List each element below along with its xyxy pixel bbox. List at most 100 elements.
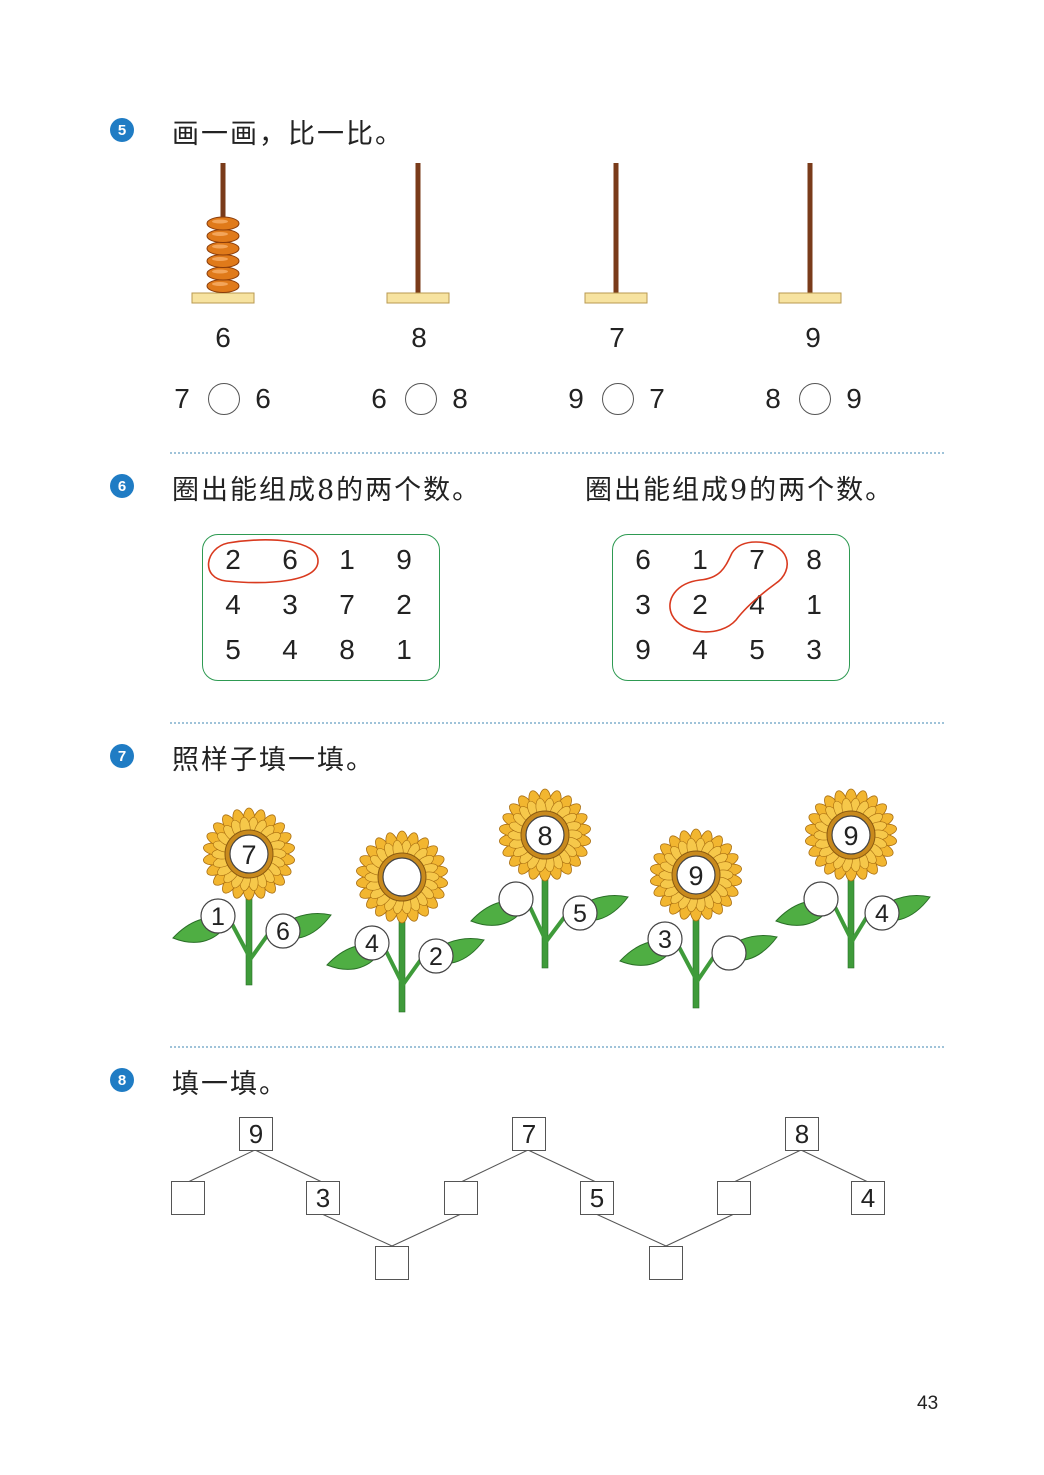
tree-top-3: 8	[785, 1117, 819, 1151]
q6-badge: 6	[110, 474, 134, 498]
abacus-label-3: 7	[609, 322, 625, 353]
answer-circle-right	[669, 541, 788, 633]
leaf-right-circle	[265, 913, 301, 949]
abacus-2	[386, 163, 450, 304]
divider-2	[170, 722, 944, 724]
q8-badge: 8	[110, 1068, 134, 1092]
sunflower-5: 94	[775, 788, 931, 969]
q6-title-left: 圈出能组成8的两个数。	[172, 475, 482, 506]
flower-top-circle	[525, 815, 565, 855]
leaf-right-circle	[711, 935, 747, 971]
flower-left-number: 4	[365, 930, 379, 958]
leaf-left-circle	[354, 925, 390, 961]
leaf-left-circle	[647, 921, 683, 957]
compare-2-right: 8	[452, 383, 468, 414]
abacus-3	[584, 163, 648, 304]
compare-4-circle[interactable]	[799, 383, 831, 415]
leaf-left-circle	[498, 881, 534, 917]
abacus-label-4: 9	[805, 322, 821, 353]
flower-top-circle	[382, 857, 422, 897]
compare-1-left: 7	[174, 383, 190, 414]
grid-cell-right[interactable]: 4	[692, 634, 708, 665]
abacus-4	[778, 163, 842, 304]
flower-right-number: 6	[276, 918, 290, 946]
tree-bottom-1[interactable]	[375, 1246, 409, 1280]
grid-cell-left[interactable]: 2	[225, 544, 241, 575]
compare-1-circle[interactable]	[208, 383, 240, 415]
grid-cell-right[interactable]: 1	[806, 589, 822, 620]
page-number: 43	[917, 1393, 939, 1414]
tree-top-2: 7	[512, 1117, 546, 1151]
flower-top-circle	[676, 855, 716, 895]
compare-2-left: 6	[371, 383, 387, 414]
flower-top-number: 9	[843, 821, 858, 851]
flower-top-number: 7	[241, 840, 256, 870]
grid-cell-right[interactable]: 6	[635, 544, 651, 575]
q8-title: 填一填。	[172, 1069, 288, 1100]
abacus-label-2: 8	[411, 322, 427, 353]
grid-cell-right[interactable]: 5	[749, 634, 765, 665]
tree-mid-4: 5	[580, 1181, 614, 1215]
grid-cell-left[interactable]: 6	[282, 544, 298, 575]
flower-left-number: 3	[658, 926, 672, 954]
sunflower-4: 93	[619, 828, 778, 1009]
grid-cell-left[interactable]: 2	[396, 589, 412, 620]
tree-top-1: 9	[239, 1117, 273, 1151]
tree-bottom-2[interactable]	[649, 1246, 683, 1280]
grid-cell-left[interactable]: 7	[339, 589, 355, 620]
leaf-right-circle	[864, 895, 900, 931]
leaf-right-circle	[418, 938, 454, 974]
tree-mid-2: 3	[306, 1181, 340, 1215]
flower-right-number: 2	[429, 943, 443, 971]
flower-left-number: 1	[211, 903, 225, 931]
tree-mid-1[interactable]	[171, 1181, 205, 1215]
sunflower-1: 7 1 6	[172, 807, 332, 986]
grid-cell-right[interactable]: 8	[806, 544, 822, 575]
answer-circle-left	[207, 539, 319, 584]
q7-badge: 7	[110, 744, 134, 768]
flower-top-circle	[229, 834, 269, 874]
grid-cell-left[interactable]: 4	[282, 634, 298, 665]
grid-cell-right[interactable]: 4	[749, 589, 765, 620]
compare-2-circle[interactable]	[405, 383, 437, 415]
compare-4-right: 9	[846, 383, 862, 414]
flower-top-circle	[831, 815, 871, 855]
q5-title: 画一画，比一比。	[172, 119, 404, 150]
grid-cell-left[interactable]: 9	[396, 544, 412, 575]
flower-right-number: 4	[875, 900, 889, 928]
grid-cell-left[interactable]: 1	[339, 544, 355, 575]
compare-4-left: 8	[765, 383, 781, 414]
compare-3-circle[interactable]	[602, 383, 634, 415]
leaf-right-circle	[562, 895, 598, 931]
grid-cell-left[interactable]: 1	[396, 634, 412, 665]
tree-mid-6: 4	[851, 1181, 885, 1215]
number-grid-right	[612, 534, 850, 681]
grid-cell-right[interactable]: 9	[635, 634, 651, 665]
flower-top-number: 9	[688, 861, 703, 891]
grid-cell-left[interactable]: 5	[225, 634, 241, 665]
grid-cell-left[interactable]: 8	[339, 634, 355, 665]
grid-cell-right[interactable]: 3	[635, 589, 651, 620]
grid-cell-right[interactable]: 3	[806, 634, 822, 665]
grid-cell-left[interactable]: 4	[225, 589, 241, 620]
grid-cell-left[interactable]: 3	[282, 589, 298, 620]
q7-title: 照样子填一填。	[172, 745, 375, 776]
grid-cell-right[interactable]: 7	[749, 544, 765, 575]
grid-cell-right[interactable]: 1	[692, 544, 708, 575]
q5-badge: 5	[110, 118, 134, 142]
divider-1	[170, 452, 944, 454]
leaf-left-circle	[200, 898, 236, 934]
grid-cell-right[interactable]: 2	[692, 589, 708, 620]
abacus-1	[191, 163, 255, 304]
compare-3-right: 7	[649, 383, 665, 414]
compare-3-left: 9	[568, 383, 584, 414]
tree-mid-5[interactable]	[717, 1181, 751, 1215]
number-grid-left	[202, 534, 440, 681]
flower-right-number: 5	[573, 900, 587, 928]
tree-mid-3[interactable]	[444, 1181, 478, 1215]
abacus-drawings	[191, 163, 842, 304]
sunflower-3: 85	[470, 788, 629, 969]
